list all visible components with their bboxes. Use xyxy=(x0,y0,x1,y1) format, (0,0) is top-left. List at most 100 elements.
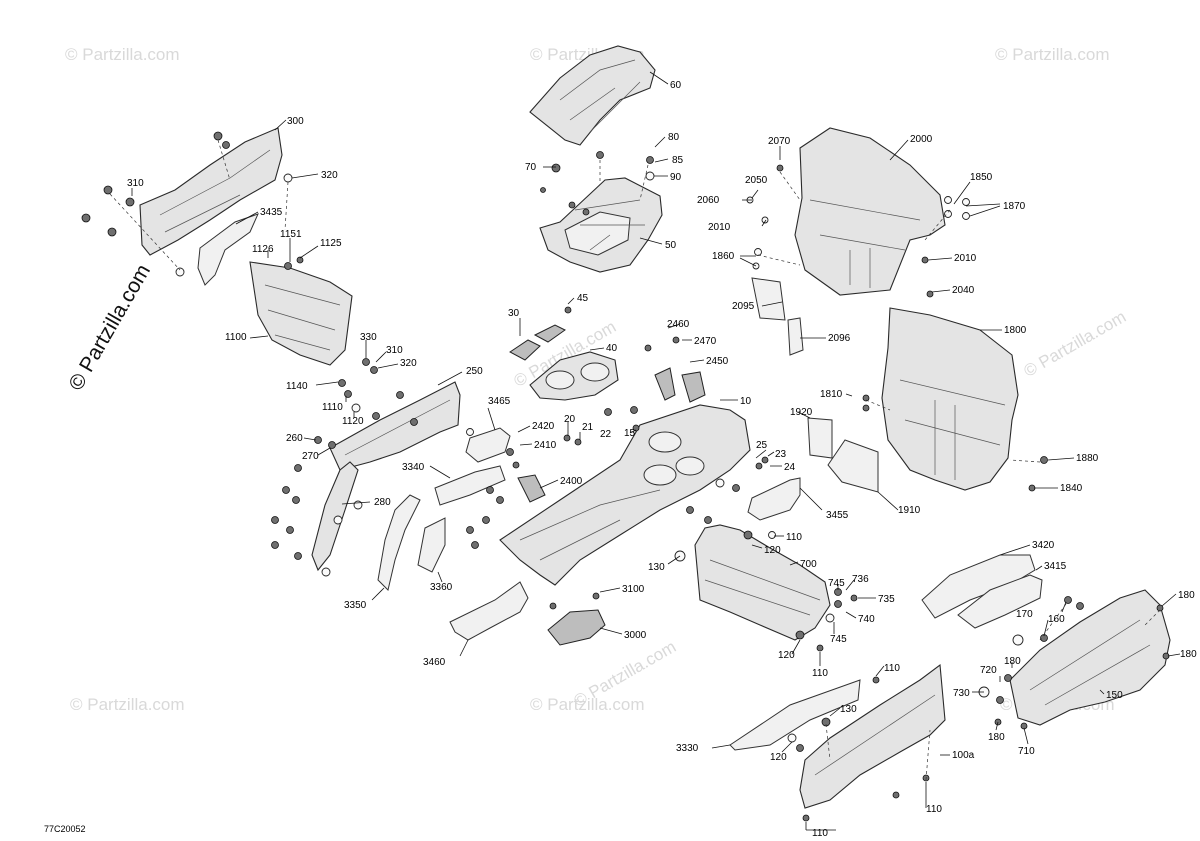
part-700-rear-panel[interactable] xyxy=(694,524,831,641)
callout-270[interactable]: 270 xyxy=(302,451,319,462)
part-3350-strip[interactable] xyxy=(377,494,421,591)
part-3460-trim[interactable] xyxy=(449,581,529,641)
callout-85[interactable]: 85 xyxy=(672,155,684,166)
callout-100a[interactable]: 100a xyxy=(952,750,975,761)
callout-110b[interactable]: 110 xyxy=(812,668,828,679)
callout-110[interactable]: 110 xyxy=(786,532,802,543)
part-1800-rear-wall[interactable] xyxy=(881,307,1019,491)
callout-3350[interactable]: 3350 xyxy=(344,600,367,611)
callout-2420[interactable]: 2420 xyxy=(532,421,555,432)
callout-24[interactable]: 24 xyxy=(784,462,796,473)
callout-30[interactable]: 30 xyxy=(508,308,520,319)
part-2400-boot[interactable] xyxy=(517,474,546,503)
callout-1920[interactable]: 1920 xyxy=(790,407,813,418)
callout-160[interactable]: 160 xyxy=(1048,614,1065,625)
callout-150[interactable]: 150 xyxy=(1106,690,1123,701)
part-50-console-tray[interactable] xyxy=(539,177,663,273)
callout-1126[interactable]: 1126 xyxy=(252,244,274,255)
callout-1140[interactable]: 1140 xyxy=(286,381,308,392)
callout-3455[interactable]: 3455 xyxy=(826,510,849,521)
part-250-rocker-panel[interactable] xyxy=(329,381,461,471)
part-150-fender[interactable] xyxy=(1009,589,1171,726)
callout-250[interactable]: 250 xyxy=(466,366,483,377)
part-3435-bracket[interactable] xyxy=(197,213,259,286)
callout-110c[interactable]: 110 xyxy=(884,663,900,674)
part-1920-sheet[interactable] xyxy=(807,417,833,459)
callout-1100[interactable]: 1100 xyxy=(225,332,247,343)
part-3360-panel[interactable] xyxy=(417,517,446,573)
callout-2010b[interactable]: 2010 xyxy=(954,253,977,264)
callout-310[interactable]: 310 xyxy=(127,178,144,189)
callout-1840[interactable]: 1840 xyxy=(1060,483,1083,494)
part-1910-sheet[interactable] xyxy=(827,439,879,493)
callout-710[interactable]: 710 xyxy=(1018,746,1035,757)
callout-260[interactable]: 260 xyxy=(286,433,303,444)
callout-720[interactable]: 720 xyxy=(980,665,997,676)
callout-45[interactable]: 45 xyxy=(577,293,589,304)
callout-3330[interactable]: 3330 xyxy=(676,743,699,754)
callout-40[interactable]: 40 xyxy=(606,343,618,354)
callout-3360[interactable]: 3360 xyxy=(430,582,453,593)
callout-1800[interactable]: 1800 xyxy=(1004,325,1027,336)
callout-1151[interactable]: 1151 xyxy=(280,229,302,240)
part-2450-handles[interactable] xyxy=(654,367,706,403)
part-40-lid[interactable] xyxy=(529,351,619,401)
callout-80[interactable]: 80 xyxy=(668,132,680,143)
callout-23[interactable]: 23 xyxy=(775,449,787,460)
part-10-center-tunnel[interactable] xyxy=(499,404,751,586)
part-270-strip[interactable] xyxy=(311,461,359,572)
callout-730[interactable]: 730 xyxy=(953,688,970,699)
part-2095-sheet[interactable] xyxy=(751,277,786,321)
callout-2000[interactable]: 2000 xyxy=(910,134,933,145)
callout-1910[interactable]: 1910 xyxy=(898,505,921,516)
callout-2450[interactable]: 2450 xyxy=(706,356,729,367)
callout-3340[interactable]: 3340 xyxy=(402,462,425,473)
callout-745b[interactable]: 745 xyxy=(830,634,847,645)
callout-320b[interactable]: 320 xyxy=(400,358,417,369)
callout-2096[interactable]: 2096 xyxy=(828,333,851,344)
callout-180c[interactable]: 180 xyxy=(1004,656,1021,667)
callout-2470[interactable]: 2470 xyxy=(694,336,717,347)
callout-2060[interactable]: 2060 xyxy=(697,195,720,206)
callout-120b[interactable]: 120 xyxy=(778,650,795,661)
callout-310b[interactable]: 310 xyxy=(386,345,403,356)
callout-180b[interactable]: 180 xyxy=(1180,649,1197,660)
callout-3435[interactable]: 3435 xyxy=(260,207,283,218)
part-3420-trim[interactable] xyxy=(921,554,1036,619)
part-3000-cupholder[interactable] xyxy=(547,609,606,646)
callout-745[interactable]: 745 xyxy=(828,578,845,589)
callout-50[interactable]: 50 xyxy=(665,240,677,251)
callout-330[interactable]: 330 xyxy=(360,332,377,343)
part-100a-side-panel[interactable] xyxy=(799,663,946,809)
callout-3420[interactable]: 3420 xyxy=(1032,540,1055,551)
callout-10[interactable]: 10 xyxy=(740,396,752,407)
callout-740[interactable]: 740 xyxy=(858,614,875,625)
callout-1850[interactable]: 1850 xyxy=(970,172,993,183)
callout-22[interactable]: 22 xyxy=(600,429,612,440)
part-2096-sheet[interactable] xyxy=(787,317,804,356)
callout-120c[interactable]: 120 xyxy=(770,752,787,763)
callout-60[interactable]: 60 xyxy=(670,80,682,91)
callout-120[interactable]: 120 xyxy=(764,545,781,556)
part-60-cover[interactable] xyxy=(529,45,656,146)
callout-2460[interactable]: 2460 xyxy=(667,319,690,330)
callout-3465[interactable]: 3465 xyxy=(488,396,511,407)
callout-280[interactable]: 280 xyxy=(374,497,391,508)
callout-90[interactable]: 90 xyxy=(670,172,682,183)
callout-170[interactable]: 170 xyxy=(1016,609,1033,620)
part-30-pads[interactable] xyxy=(509,324,566,361)
callout-300[interactable]: 300 xyxy=(287,116,304,127)
part-1100-panel[interactable] xyxy=(249,261,353,366)
callout-130b[interactable]: 130 xyxy=(840,704,857,715)
callout-2095[interactable]: 2095 xyxy=(732,301,755,312)
callout-110e[interactable]: 110 xyxy=(812,828,828,839)
callout-180d[interactable]: 180 xyxy=(988,732,1005,743)
callout-15[interactable]: 15 xyxy=(624,428,636,439)
callout-3000[interactable]: 3000 xyxy=(624,630,647,641)
callout-3460[interactable]: 3460 xyxy=(423,657,446,668)
part-3415-trim[interactable] xyxy=(957,574,1043,629)
callout-20[interactable]: 20 xyxy=(564,414,576,425)
callout-735[interactable]: 735 xyxy=(878,594,895,605)
part-2000-rear-wall[interactable] xyxy=(794,127,946,296)
callout-700[interactable]: 700 xyxy=(800,559,817,570)
